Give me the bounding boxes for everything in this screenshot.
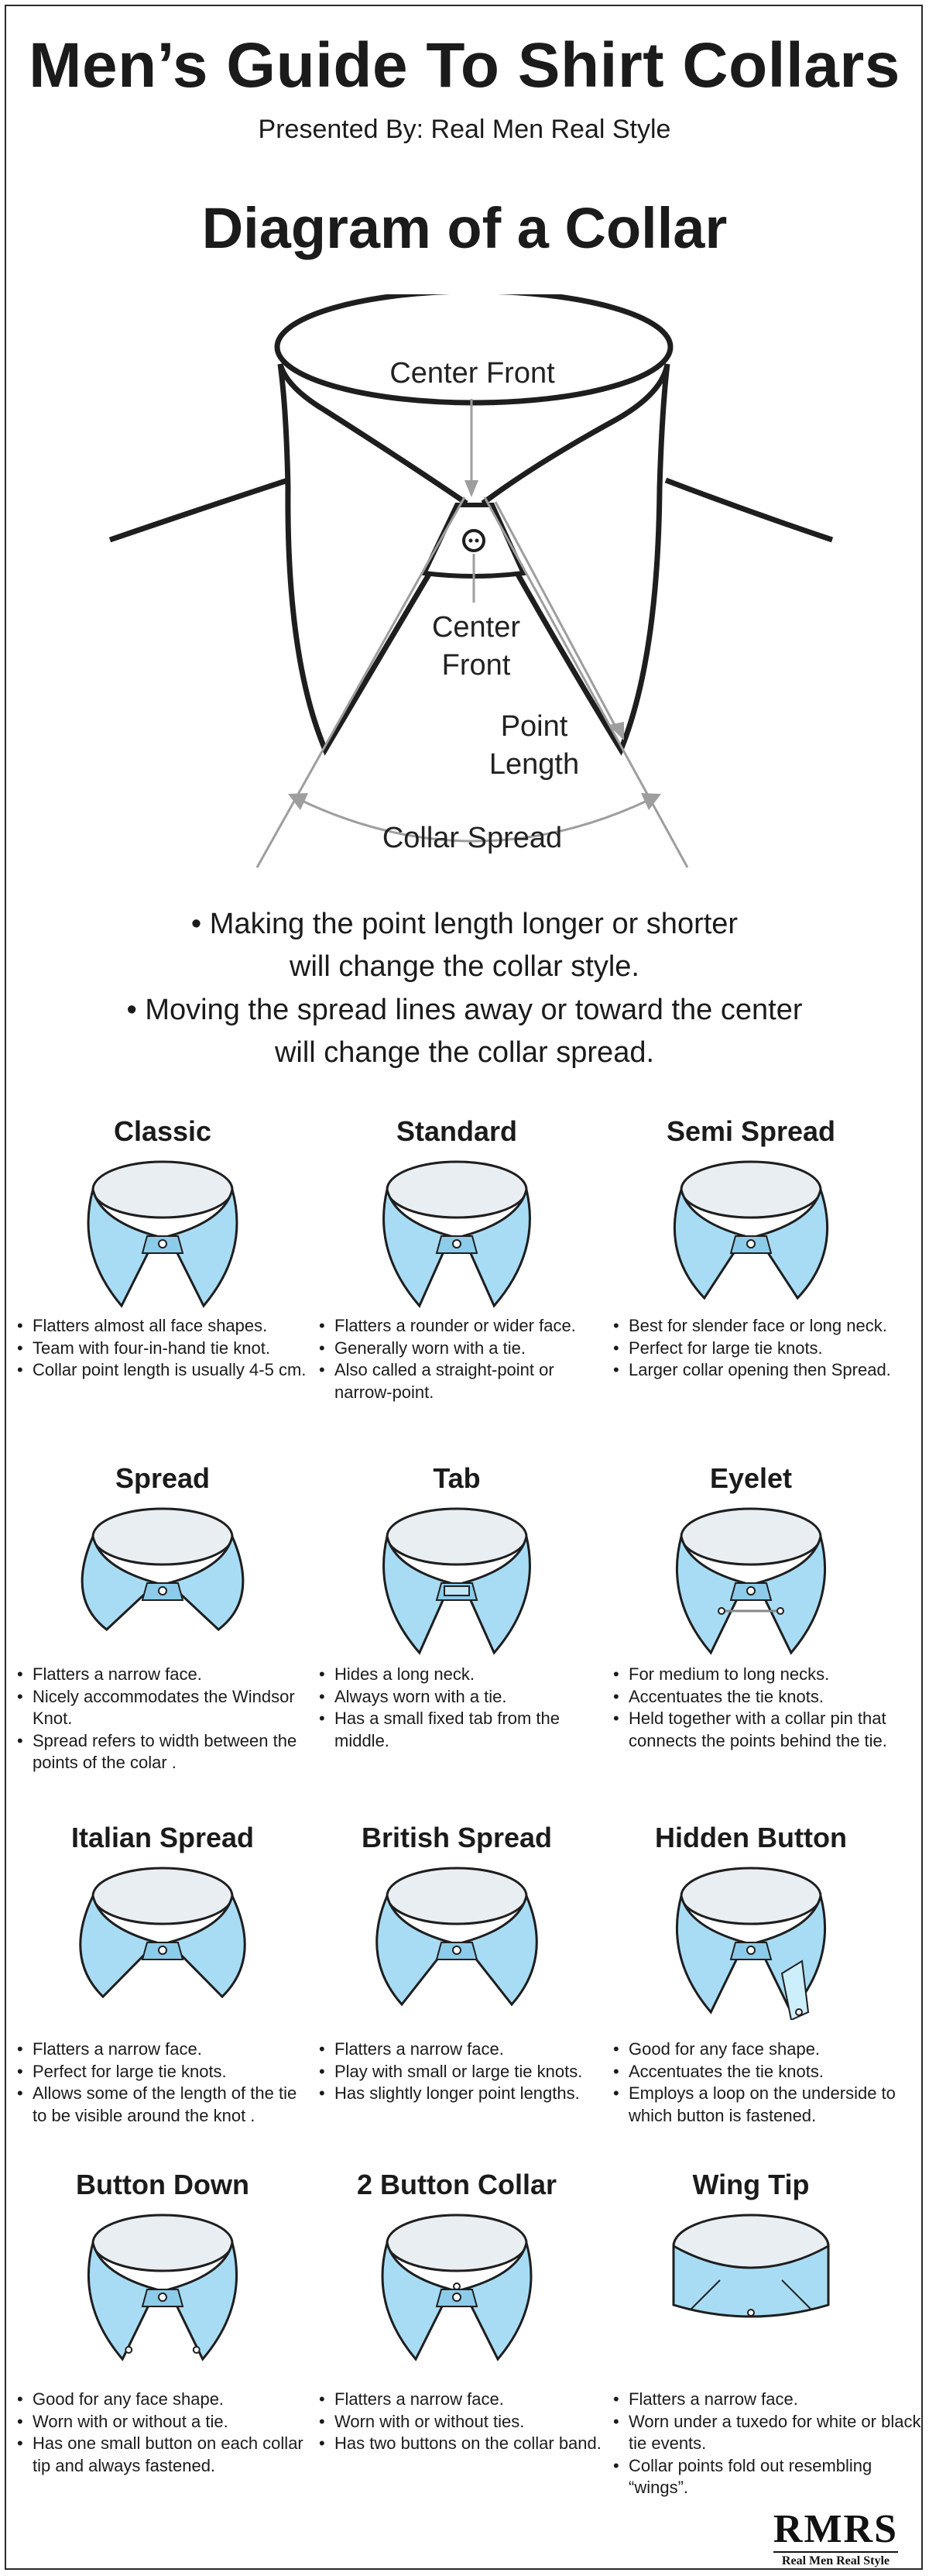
collar-illustration-british-spread [375, 1867, 538, 2007]
style-bullets-hidden-button: Good for any face shape.Accentuates the … [613, 2038, 923, 2127]
style-bullet: Nicely accommodates the Windsor Knot. [17, 1686, 311, 1730]
style-bullet: Best for slender face or long neck. [613, 1315, 923, 1338]
label-point-length: Point Length [488, 710, 580, 781]
style-bullet: Team with four-in-hand tie knot. [17, 1338, 311, 1360]
note-2a: • Moving the spread lines away or toward… [126, 993, 803, 1026]
style-title-british-spread: British Spread [361, 1822, 553, 1853]
collar-anatomy-diagram [108, 294, 834, 868]
style-bullet: Always worn with a tie. [319, 1686, 613, 1709]
style-title-tab: Tab [433, 1462, 481, 1494]
collar-spread-arc [298, 798, 651, 843]
diagram-neckband [274, 294, 674, 406]
style-bullets-wing-tip: Flatters a narrow face.Worn under a tuxe… [613, 2389, 923, 2499]
style-bullets-button-down: Good for any face shape.Worn with or wit… [17, 2389, 311, 2477]
style-bullet: Spread refers to width between the point… [17, 1730, 311, 1774]
diagram-right-collar [481, 363, 670, 756]
style-bullets-british-spread: Flatters a narrow face.Play with small o… [319, 2038, 613, 2105]
style-bullets-semi-spread: Best for slender face or long neck.Perfe… [613, 1315, 923, 1382]
style-bullet: Good for any face shape. [17, 2389, 311, 2411]
diagram-title: Diagram of a Collar [201, 196, 728, 260]
collar-illustration-standard [382, 1160, 531, 1308]
style-bullet: Flatters a narrow face. [319, 2038, 613, 2061]
style-bullet: Employs a loop on the underside to which… [613, 2083, 923, 2127]
page-title: Men’s Guide To Shirt Collars [29, 30, 900, 101]
note-1b: will change the collar style. [290, 950, 639, 984]
style-bullet: Has a small fixed tab from the middle. [319, 1708, 613, 1752]
style-title-spread: Spread [115, 1462, 211, 1494]
style-bullet: Flatters a narrow face. [17, 1664, 311, 1686]
collar-illustration-semi-spread [673, 1160, 829, 1300]
style-title-standard: Standard [396, 1115, 518, 1147]
style-bullet: Accentuates the tie knots. [613, 1686, 923, 1709]
note-1a: • Making the point length longer or shor… [190, 908, 739, 940]
diagram-left-collar [277, 362, 468, 756]
diagram-right-shoulder [664, 477, 834, 543]
page-subtitle: Presented By: Real Men Real Style [258, 115, 671, 144]
style-title-wing-tip: Wing Tip [692, 2169, 810, 2200]
collar-illustration-classic [87, 1160, 238, 1308]
style-title-italian-spread: Italian Spread [70, 1822, 255, 1853]
label-center-front-top: Center Front [389, 357, 555, 390]
collar-illustration-button-down [87, 2214, 238, 2361]
note-2b: will change the collar spread. [274, 1036, 655, 1069]
style-bullet: Play with small or large tie knots. [319, 2061, 613, 2083]
style-bullet: Hides a long neck. [319, 1664, 613, 1686]
style-bullet: Flatters almost all face shapes. [17, 1315, 311, 1338]
style-bullet: Worn with or without ties. [319, 2411, 613, 2433]
style-bullet: Has two buttons on the collar band. [319, 2433, 613, 2455]
style-bullets-tab: Hides a long neck.Always worn with a tie… [319, 1664, 613, 1752]
style-bullet: Larger collar opening then Spread. [613, 1359, 923, 1382]
style-bullet: Perfect for large tie knots. [613, 1338, 923, 1360]
logo-mark: RMRS [773, 2507, 898, 2551]
diagram-notes: • Making the point length longer or shor… [0, 905, 929, 1076]
style-bullet: Has slightly longer point lengths. [319, 2083, 613, 2105]
style-bullet: Also called a straight-point or narrow-p… [319, 1359, 613, 1403]
style-title-semi-spread: Semi Spread [666, 1115, 836, 1147]
style-bullets-eyelet: For medium to long necks.Accentuates the… [613, 1664, 923, 1752]
style-bullet: Worn with or without a tie. [17, 2411, 311, 2433]
style-bullet: Flatters a narrow face. [613, 2389, 923, 2411]
style-bullet: Flatters a narrow face. [17, 2038, 311, 2061]
style-bullet: Worn under a tuxedo for white or black t… [613, 2411, 923, 2455]
style-bullets-italian-spread: Flatters a narrow face.Perfect for large… [17, 2038, 311, 2127]
style-title-eyelet: Eyelet [709, 1462, 793, 1494]
label-collar-spread: Collar Spread [382, 822, 563, 854]
diagram-button [462, 529, 485, 552]
style-bullets-standard: Flatters a rounder or wider face.General… [319, 1315, 613, 1403]
diagram-left-shoulder [108, 477, 290, 543]
style-bullet: Collar points fold out resembling “wings… [613, 2455, 923, 2499]
style-bullet: Collar point length is usually 4-5 cm. [17, 1359, 311, 1382]
style-bullet: Good for any face shape. [613, 2038, 923, 2061]
diagram-spread-line-left [255, 496, 466, 868]
style-title-classic: Classic [113, 1115, 212, 1147]
style-title-2-button-collar: 2 Button Collar [357, 2169, 557, 2200]
style-bullet: Accentuates the tie knots. [613, 2061, 923, 2083]
collar-illustration-wing-tip [672, 2214, 830, 2318]
logo-tagline: Real Men Real Style [773, 2551, 898, 2568]
label-center-front: Center Front [431, 611, 521, 682]
page-frame [5, 5, 923, 2570]
style-bullets-spread: Flatters a narrow face.Nicely accommodat… [17, 1664, 311, 1774]
style-bullet: Flatters a rounder or wider face. [319, 1315, 613, 1338]
style-title-hidden-button: Hidden Button [655, 1822, 847, 1853]
style-bullet: Perfect for large tie knots. [17, 2061, 311, 2083]
style-bullet: Flatters a narrow face. [319, 2389, 613, 2411]
collar-illustration-spread [81, 1507, 245, 1631]
style-bullet: Allows some of the length of the tie to … [17, 2083, 311, 2127]
style-bullet: Held together with a collar pin that con… [613, 1708, 923, 1752]
style-title-button-down: Button Down [76, 2169, 249, 2200]
collar-illustration-hidden-button [676, 1867, 826, 2020]
style-bullets-2-button-collar: Flatters a narrow face.Worn with or with… [319, 2389, 613, 2455]
style-bullets-classic: Flatters almost all face shapes.Team wit… [17, 1315, 311, 1382]
collar-illustration-eyelet [676, 1507, 826, 1655]
style-bullet: Has one small button on each collar tip … [17, 2433, 311, 2477]
diagram-spread-line-right [483, 496, 689, 868]
rmrs-logo: RMRS Real Men Real Style [773, 2509, 898, 2568]
style-bullet: Generally worn with a tie. [319, 1338, 613, 1360]
collar-illustration-tab [382, 1507, 531, 1655]
point-length-arrow [494, 501, 618, 729]
collar-illustration-2-button-collar [381, 2214, 533, 2361]
style-bullet: For medium to long necks. [613, 1664, 923, 1686]
collar-illustration-italian-spread [79, 1867, 246, 1999]
